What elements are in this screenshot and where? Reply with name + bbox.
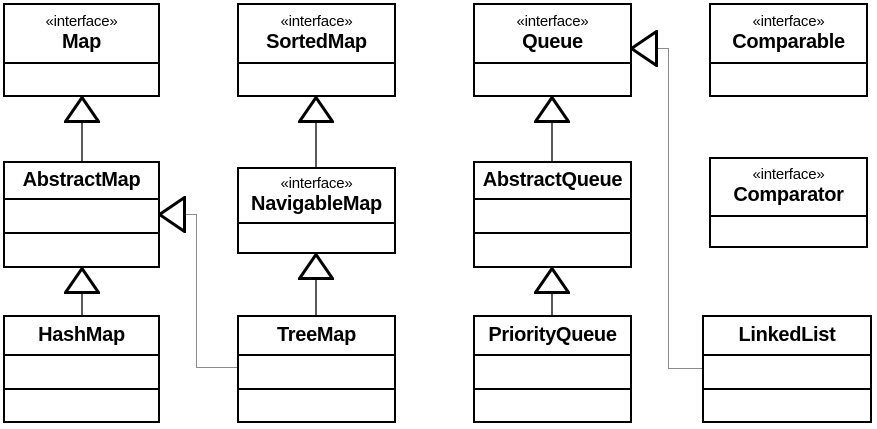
edge-linkedlist-to-queue-stub [654,48,669,49]
class-compartment-hashmap-1 [5,356,158,390]
class-compartment-treemap-1 [239,356,394,390]
class-compartment-linkedlist-2 [704,390,870,422]
edge-hashmap-to-abstractmap [81,292,83,316]
class-compartment-priorityqueue-1 [475,356,630,390]
class-compartment-priorityqueue-2 [475,390,630,422]
class-compartment-abstractmap-1 [5,200,158,234]
stereotype-label-comparable: «interface» [752,12,825,30]
class-header-linkedlist: LinkedList [704,317,870,356]
class-header-abstractmap: AbstractMap [5,163,158,200]
class-name-abstractmap: AbstractMap [22,169,141,192]
class-compartment-comparator-1 [711,217,866,246]
class-header-map: «interface» Map [5,5,158,64]
class-header-treemap: TreeMap [239,317,394,356]
class-box-treemap[interactable]: TreeMap [237,315,396,423]
class-header-hashmap: HashMap [5,317,158,356]
class-compartment-abstractmap-2 [5,234,158,266]
class-header-navigablemap: «interface» NavigableMap [239,169,394,224]
class-name-treemap: TreeMap [276,324,357,347]
class-box-navigablemap[interactable]: «interface» NavigableMap [237,167,396,254]
class-header-sortedmap: «interface» SortedMap [239,5,394,64]
stereotype-label-navigablemap: «interface» [280,174,353,192]
edge-treemap-to-navigablemap [315,278,317,316]
class-header-comparator: «interface» Comparator [711,159,866,217]
edge-abstractmap-to-map [81,120,83,162]
class-name-abstractqueue: AbstractQueue [482,169,623,192]
edge-navigablemap-to-sortedmap [315,120,317,168]
class-header-comparable: «interface» Comparable [711,5,866,64]
stereotype-label-map: «interface» [45,12,118,30]
edge-treemap-to-abstractmap-horizontal [196,367,244,368]
class-box-comparable[interactable]: «interface» Comparable [709,3,868,97]
edge-treemap-to-abstractmap-stub [182,214,197,215]
edge-priorityqueue-to-abstractqueue [551,292,553,316]
generalization-arrow-queue [534,96,570,123]
class-header-priorityqueue: PriorityQueue [475,317,630,356]
generalization-arrow-abstractmap-side [158,196,186,233]
class-name-hashmap: HashMap [38,324,125,347]
class-box-sortedmap[interactable]: «interface» SortedMap [237,3,396,97]
edge-treemap-to-abstractmap-vertical [196,214,197,368]
class-box-abstractmap[interactable]: AbstractMap [3,161,160,268]
class-box-hashmap[interactable]: HashMap [3,315,160,423]
stereotype-label-sortedmap: «interface» [280,12,353,30]
class-compartment-treemap-2 [239,390,394,422]
class-header-abstractqueue: AbstractQueue [475,163,630,200]
class-name-queue: Queue [522,30,583,53]
stereotype-label-queue: «interface» [516,12,589,30]
class-box-map[interactable]: «interface» Map [3,3,160,97]
class-compartment-navigablemap-1 [239,224,394,252]
edge-linkedlist-to-queue-horizontal [668,368,702,369]
stereotype-label-comparator: «interface» [752,166,825,184]
class-box-abstractqueue[interactable]: AbstractQueue [473,161,632,268]
edge-linkedlist-to-queue-vertical [668,48,669,369]
class-compartment-sortedmap-1 [239,64,394,95]
class-box-queue[interactable]: «interface» Queue [473,3,632,97]
class-box-priorityqueue[interactable]: PriorityQueue [473,315,632,423]
class-name-linkedlist: LinkedList [738,324,836,347]
edge-abstractqueue-to-queue [551,120,553,162]
class-compartment-abstractqueue-1 [475,200,630,234]
class-name-map: Map [61,30,102,53]
class-name-comparable: Comparable [732,30,845,53]
class-box-linkedlist[interactable]: LinkedList [702,315,872,423]
class-header-queue: «interface» Queue [475,5,630,64]
class-name-priorityqueue: PriorityQueue [488,324,617,347]
class-name-comparator: Comparator [733,184,844,207]
class-name-navigablemap: NavigableMap [251,192,382,215]
class-compartment-comparable-1 [711,64,866,95]
class-compartment-map-1 [5,64,158,95]
generalization-arrow-navigablemap [298,253,334,280]
generalization-arrow-sortedmap [298,96,334,123]
generalization-arrow-abstractqueue [534,267,570,294]
class-compartment-hashmap-2 [5,390,158,422]
generalization-arrow-queue-side [630,30,658,67]
generalization-arrow-map [64,96,100,123]
class-compartment-linkedlist-1 [704,356,870,390]
class-box-comparator[interactable]: «interface» Comparator [709,157,868,248]
class-compartment-queue-1 [475,64,630,95]
generalization-arrow-abstractmap [64,267,100,294]
class-name-sortedmap: SortedMap [266,30,367,53]
class-compartment-abstractqueue-2 [475,234,630,266]
